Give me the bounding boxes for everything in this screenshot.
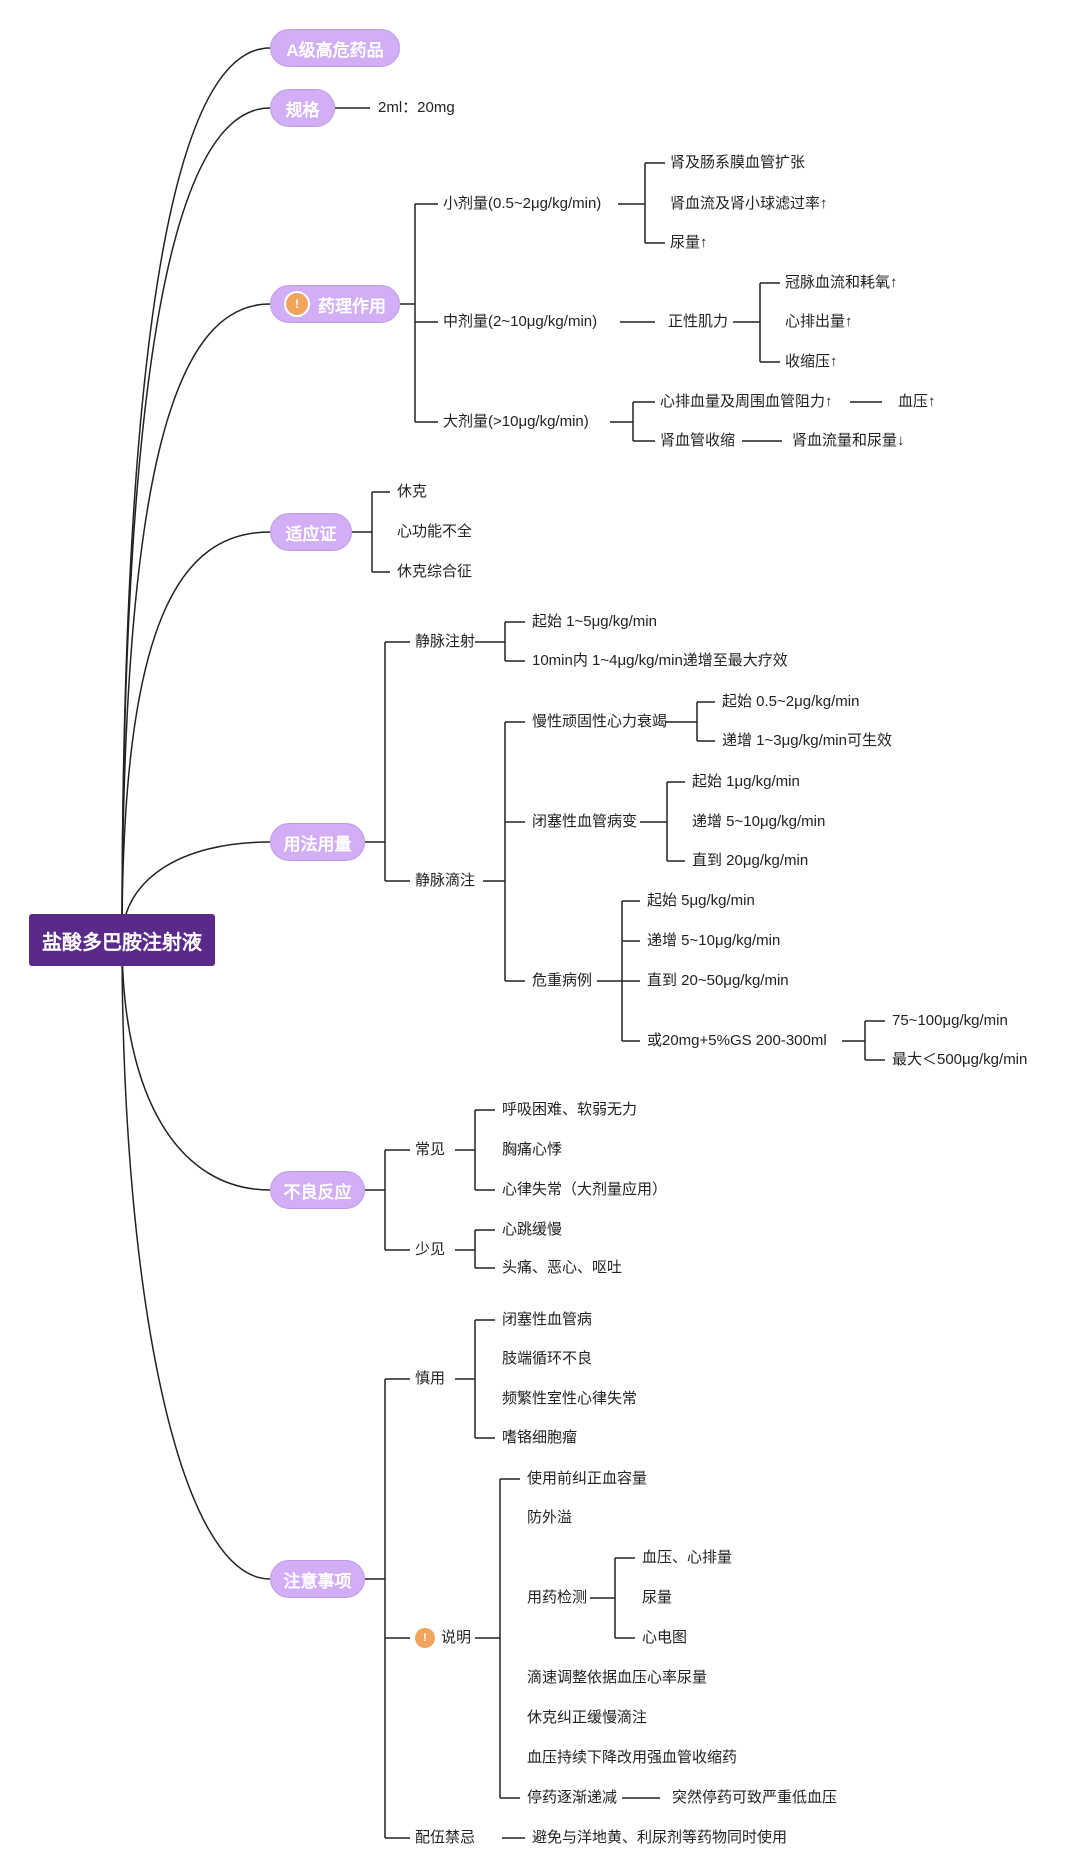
caution-monitor-item: 血压、心排量 [642,1549,733,1566]
usage-crit-alt-item: 75~100μg/kg/min [892,1012,1008,1029]
caution-incompat: 配伍禁忌 [415,1829,476,1846]
branch-spec[interactable]: 规格 [270,89,335,127]
lightbulb-icon: ! [284,291,310,317]
caution-note-item: 用药检测 [527,1589,588,1606]
pharm-low-dose: 小剂量(0.5~2μg/kg/min) [443,195,602,212]
caution-notes: ! 说明 [415,1628,471,1648]
pharm-mid-item: 冠脉血流和耗氧↑ [785,274,898,291]
pharm-mid-item: 收缩压↑ [785,353,838,370]
root-node[interactable]: 盐酸多巴胺注射液 [29,914,215,966]
caution-note-item: 休克纠正缓慢滴注 [527,1709,648,1726]
usage-occlusive: 闭塞性血管病变 [532,813,638,830]
pharm-low-item: 肾血流及肾小球滤过率↑ [670,195,828,212]
pharm-mid-item: 心排出量↑ [785,313,853,330]
usage-crit-item: 直到 20~50μg/kg/min [647,972,789,989]
pharm-low-item: 肾及肠系膜血管扩张 [670,154,806,171]
adverse-rare: 少见 [415,1241,446,1258]
caution-careful-item: 闭塞性血管病 [502,1311,593,1328]
adverse-rare-item: 心跳缓慢 [502,1221,563,1238]
branch-grade[interactable]: A级高危药品 [270,29,400,67]
usage-drip: 静脉滴注 [415,872,476,889]
pharm-high-b: 肾血管收缩 [660,432,736,449]
adverse-common-item: 胸痛心悸 [502,1141,563,1158]
indication-item: 休克综合征 [397,563,473,580]
caution-stop-result: 突然停药可致严重低血压 [672,1789,838,1806]
caution-careful-item: 肢端循环不良 [502,1350,593,1367]
caution-note-item: 停药逐渐递减 [527,1789,618,1806]
caution-note-item: 使用前纠正血容量 [527,1470,648,1487]
usage-occl-item: 起始 1μg/kg/min [692,773,800,790]
usage-chf: 慢性顽固性心力衰竭 [532,713,668,730]
pharm-low-item: 尿量↑ [670,234,708,251]
lightbulb-icon: ! [415,1628,435,1648]
branch-usage[interactable]: 用法用量 [270,823,365,861]
branch-indication[interactable]: 适应证 [270,513,352,551]
caution-notes-label: 说明 [441,1629,472,1646]
adverse-common: 常见 [415,1141,446,1158]
usage-crit-alt: 或20mg+5%GS 200-300ml [647,1032,827,1049]
caution-monitor-item: 心电图 [642,1629,688,1646]
caution-monitor-item: 尿量 [642,1589,673,1606]
indication-item: 休克 [397,483,428,500]
usage-occl-item: 递增 5~10μg/kg/min [692,813,826,830]
usage-iv: 静脉注射 [415,633,476,650]
pharm-mid-dose: 中剂量(2~10μg/kg/min) [443,313,598,330]
usage-crit-alt-item: 最大＜500μg/kg/min [892,1051,1028,1068]
branch-caution[interactable]: 注意事项 [270,1560,365,1598]
usage-crit-item: 起始 5μg/kg/min [647,892,755,909]
usage-crit-item: 递增 5~10μg/kg/min [647,932,781,949]
caution-careful-item: 嗜铬细胞瘤 [502,1429,578,1446]
caution-careful: 慎用 [415,1370,446,1387]
caution-careful-item: 频繁性室性心律失常 [502,1390,638,1407]
pharm-high-dose: 大剂量(>10μg/kg/min) [443,413,589,430]
spec-value: 2ml：20mg [378,99,455,116]
pharm-mid-effect: 正性肌力 [668,313,729,330]
pharm-high-a: 心排血量及周围血管阻力↑ [660,393,833,410]
usage-iv-item: 10min内 1~4μg/kg/min递增至最大疗效 [532,652,788,669]
usage-occl-item: 直到 20μg/kg/min [692,852,809,869]
caution-note-item: 血压持续下降改用强血管收缩药 [527,1749,738,1766]
caution-incompat-value: 避免与洋地黄、利尿剂等药物同时使用 [532,1829,788,1846]
pharm-high-a-result: 血压↑ [898,393,936,410]
adverse-common-item: 呼吸困难、软弱无力 [502,1101,638,1118]
pharm-high-b-result: 肾血流量和尿量↓ [792,432,905,449]
usage-critical: 危重病例 [532,972,593,989]
caution-note-item: 防外溢 [527,1509,573,1526]
caution-note-item: 滴速调整依据血压心率尿量 [527,1669,708,1686]
adverse-rare-item: 头痛、恶心、呕吐 [502,1259,623,1276]
branch-pharmacology[interactable]: ! 药理作用 [270,285,400,323]
adverse-common-item: 心律失常（大剂量应用） [502,1181,668,1198]
branch-pharmacology-label: 药理作用 [318,296,386,316]
branch-adverse[interactable]: 不良反应 [270,1171,365,1209]
indication-item: 心功能不全 [397,523,473,540]
usage-chf-item: 起始 0.5~2μg/kg/min [722,693,860,710]
usage-iv-item: 起始 1~5μg/kg/min [532,613,657,630]
usage-chf-item: 递增 1~3μg/kg/min可生效 [722,732,892,749]
